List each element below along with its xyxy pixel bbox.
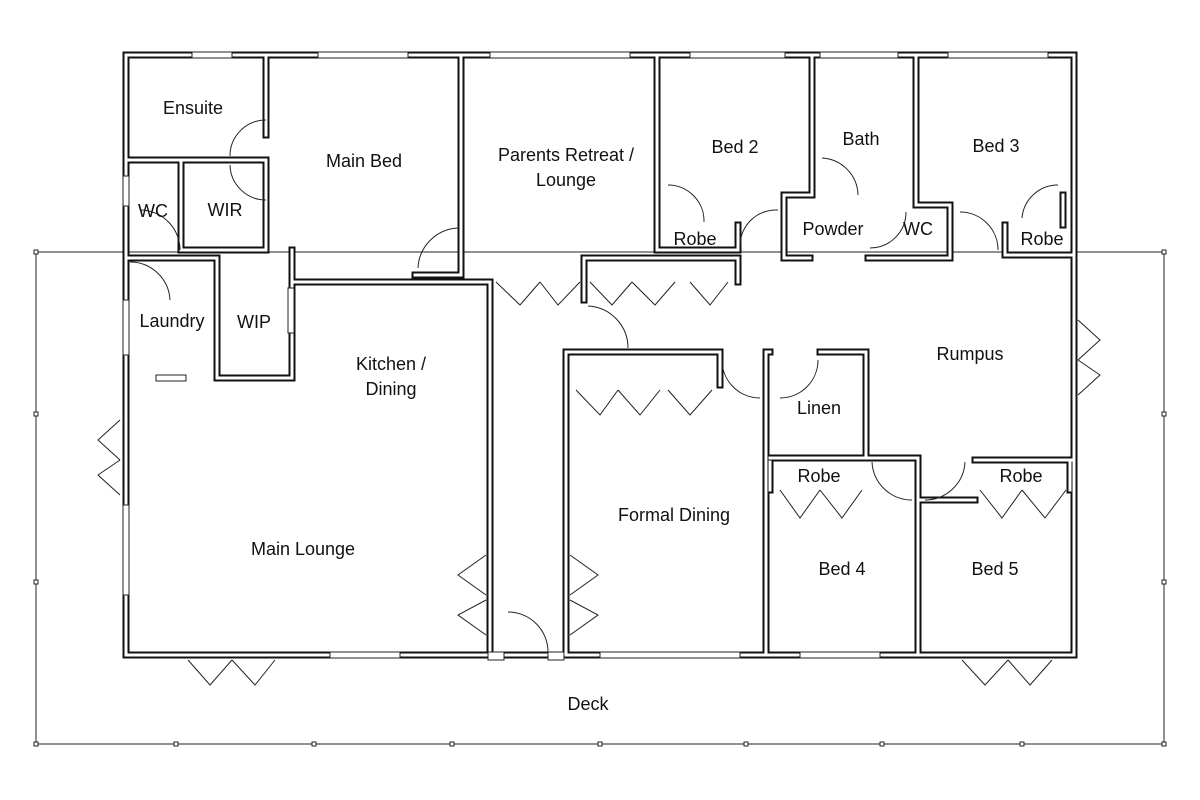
door-swings: [97, 119, 1101, 686]
room-label-kitchen-line2: Dining: [365, 379, 416, 399]
room-label-parents-retreat-line1: Parents Retreat /: [498, 145, 634, 165]
room-label-rumpus: Rumpus: [936, 344, 1003, 364]
room-label-wir: WIR: [208, 200, 243, 220]
room-label-linen: Linen: [797, 398, 841, 418]
room-label-robe-bed2: Robe: [673, 229, 716, 249]
room-label-wc-left: WC: [138, 201, 168, 221]
room-label-wip: WIP: [237, 312, 271, 332]
room-label-deck: Deck: [567, 694, 609, 714]
room-label-bed-4: Bed 4: [818, 559, 865, 579]
room-label-ensuite: Ensuite: [163, 98, 223, 118]
room-label-bed-3: Bed 3: [972, 136, 1019, 156]
room-label-bed-2: Bed 2: [711, 137, 758, 157]
room-label-robe-bed4: Robe: [797, 466, 840, 486]
room-label-robe-bed3: Robe: [1020, 229, 1063, 249]
windows: [122, 51, 1049, 661]
room-label-parents-retreat-line2: Lounge: [536, 170, 596, 190]
room-label-bath: Bath: [842, 129, 879, 149]
room-label-main-bed: Main Bed: [326, 151, 402, 171]
room-label-bed-5: Bed 5: [971, 559, 1018, 579]
room-label-main-lounge: Main Lounge: [251, 539, 355, 559]
room-label-wc-right: WC: [903, 219, 933, 239]
room-label-powder: Powder: [802, 219, 863, 239]
deck-outline: [33, 249, 1167, 747]
room-label-laundry: Laundry: [139, 311, 204, 331]
room-label-formal-dining: Formal Dining: [618, 505, 730, 525]
room-label-robe-bed5: Robe: [999, 466, 1042, 486]
room-label-kitchen-line1: Kitchen /: [356, 354, 426, 374]
